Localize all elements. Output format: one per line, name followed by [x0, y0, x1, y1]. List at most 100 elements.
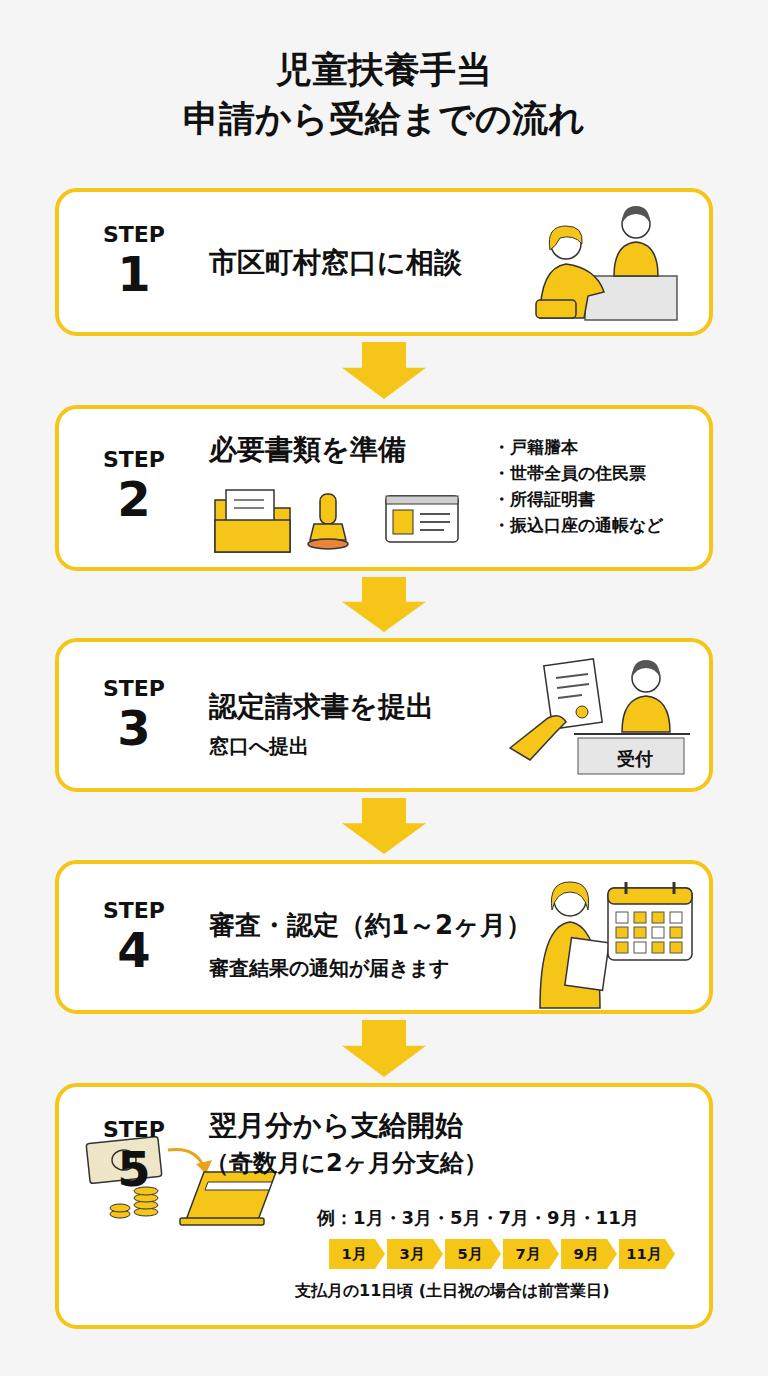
staff-body	[614, 242, 658, 276]
staff-body	[622, 696, 670, 732]
person-hair	[551, 882, 588, 910]
chevron-fill	[329, 1239, 385, 1269]
month-chevron: 7月	[503, 1239, 559, 1269]
calendar-cell	[634, 927, 646, 938]
stamp-handle	[320, 494, 336, 524]
counter-illustration	[536, 206, 677, 320]
staff-hair	[622, 206, 650, 224]
id-line	[420, 529, 444, 531]
wallet-band	[205, 1182, 272, 1190]
folder-front	[215, 520, 290, 552]
form-line	[558, 695, 582, 698]
documents-illustration	[215, 490, 458, 552]
step-label: STEP	[79, 898, 189, 924]
month-chevron-label: 7月	[503, 1239, 553, 1269]
step-box: STEP5翌月分から支給開始（奇数月に2ヶ月分支給）例：1月・3月・5月・7月・…	[55, 1083, 713, 1329]
coin	[110, 1204, 130, 1212]
step-box: STEP3認定請求書を提出窓口へ提出受付	[55, 638, 713, 792]
flow-arrow	[342, 1020, 426, 1077]
id-card-band	[386, 496, 458, 504]
form-line	[556, 674, 588, 678]
calendar-cell	[634, 912, 646, 923]
stamp-body	[310, 524, 346, 540]
month-chevron-label: 1月	[329, 1239, 379, 1269]
step-heading: 必要書類を準備	[209, 433, 406, 467]
step-subtext: （奇数月に2ヶ月分支給）	[205, 1149, 488, 1178]
paper-line	[234, 499, 264, 501]
month-chevron: 3月	[387, 1239, 443, 1269]
document-item: ・戸籍謄本	[493, 437, 578, 457]
calendar-ring	[625, 882, 628, 894]
chevron-fill	[445, 1239, 501, 1269]
step-subtext: 審査結果の通知が届きます	[209, 956, 449, 980]
step-label: STEP	[79, 222, 189, 248]
document-item: ・振込口座の通帳など	[493, 515, 663, 535]
calendar-cell	[670, 942, 682, 953]
chevron-fill	[561, 1239, 617, 1269]
month-chevron-label: 5月	[445, 1239, 495, 1269]
step-number: 1	[79, 246, 189, 304]
step-heading: 翌月分から支給開始	[209, 1109, 463, 1143]
counter-sign: 受付	[582, 748, 688, 770]
chevron-fill	[387, 1239, 443, 1269]
staff-hair	[632, 660, 660, 678]
month-chevron: 5月	[445, 1239, 501, 1269]
calendar-cell	[652, 927, 664, 938]
step-number: 2	[79, 471, 189, 529]
wallet-base	[180, 1218, 264, 1225]
hand	[510, 716, 566, 760]
id-line	[420, 521, 450, 523]
box-ground	[57, 862, 711, 1012]
flow-arrow	[342, 798, 426, 854]
document-item: ・世帯全員の住民票	[493, 463, 646, 483]
month-chevron-label: 11月	[619, 1239, 669, 1269]
chevron-fill	[619, 1239, 675, 1269]
calendar-cell	[616, 912, 628, 923]
step-number: 3	[79, 700, 189, 758]
month-chevron: 1月	[329, 1239, 385, 1269]
id-line	[420, 513, 450, 515]
diagram-title: 児童扶養手当 申請から受給までの流れ	[154, 46, 614, 143]
wallet	[186, 1172, 276, 1220]
box-ground	[57, 1085, 711, 1327]
step-number: 4	[79, 922, 189, 980]
step-label: STEP	[79, 447, 189, 473]
client-hair	[549, 226, 582, 250]
step-label: STEP	[79, 1117, 189, 1143]
step-heading: 審査・認定（約1～2ヶ月）	[209, 910, 532, 941]
step-label: STEP	[79, 676, 189, 702]
document-item: ・所得証明書	[493, 489, 595, 509]
chevron-fill	[503, 1239, 559, 1269]
form-line	[557, 684, 589, 688]
month-chevron: 9月	[561, 1239, 617, 1269]
calendar-ring	[673, 882, 676, 894]
stamp-base	[308, 539, 348, 549]
month-chevron-label: 9月	[561, 1239, 611, 1269]
step-box: STEP1 市区町村窓口に相談	[55, 188, 713, 336]
calendar-cell	[652, 942, 664, 953]
payment-note: 支払月の11日頃 (土日祝の場合は前営業日)	[295, 1281, 609, 1300]
calendar-cell	[634, 942, 646, 953]
step-box: STEP2 必要書類を準備 ・戸籍謄本・世帯全員の住民票・所得証明書・振込口座の通帳…	[55, 405, 713, 571]
box-ground	[57, 407, 711, 569]
month-chevron: 11月	[619, 1239, 675, 1269]
form-seal	[576, 706, 588, 718]
calendar-header	[608, 888, 692, 904]
calendar-cell	[616, 942, 628, 953]
step-heading: 市区町村窓口に相談	[209, 246, 462, 280]
calendar-cell	[670, 912, 682, 923]
id-card	[386, 496, 458, 542]
client-chair	[536, 300, 576, 318]
calendar	[608, 888, 692, 960]
calendar-cell	[616, 927, 628, 938]
flow-arrow	[342, 577, 426, 632]
calendar-cells	[616, 912, 682, 953]
held-paper	[565, 938, 609, 991]
counter-top	[574, 733, 690, 735]
submit-illustration	[510, 659, 690, 774]
box-ground	[57, 190, 711, 334]
calendar-cell	[670, 927, 682, 938]
calendar-cell	[652, 912, 664, 923]
month-chevron-label: 3月	[387, 1239, 437, 1269]
